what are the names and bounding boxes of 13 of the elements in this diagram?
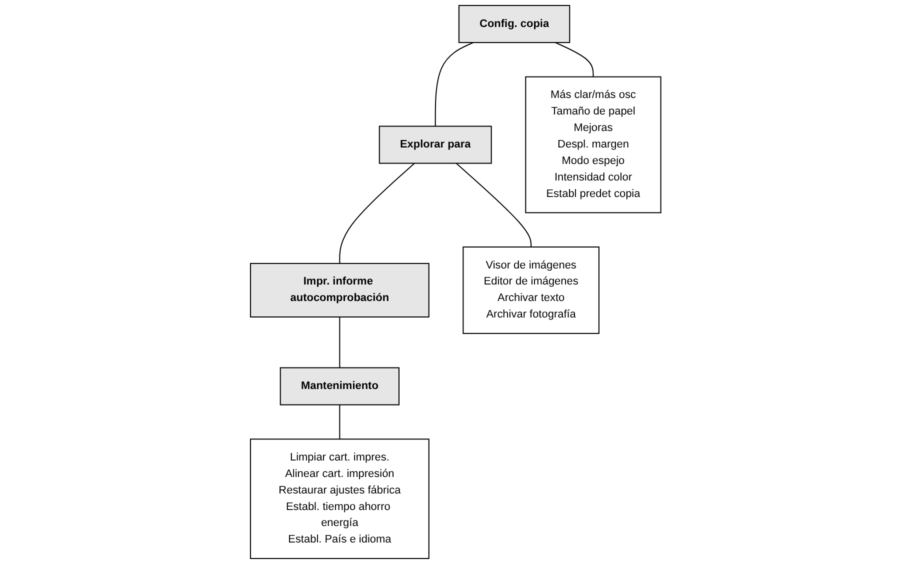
connector [340,316,341,368]
node-box: Más clar/más osc Tamaño de papel Mejoras Despl. margen Modo espejo Intensidad color Establ predet copia [525,76,662,214]
node-box: Impr. informe autocomprobación [250,262,430,318]
connector [555,42,594,77]
connector [435,42,474,126]
node-box: Mantenimiento [280,367,400,406]
connector [456,162,532,247]
node-box: Limpiar cart. impres. Alinear cart. impresión Restaurar ajustes fábrica Establ. tiempo ahorro energía Establ. País e idioma [250,438,430,559]
node-box: Explorar para [379,126,492,164]
node-box: Visor de imágenes Editor de imágenes Archivar texto Archivar fotografía [463,246,600,334]
connector [340,404,341,440]
node-box: Config. copia [458,4,570,44]
connector [340,162,416,264]
